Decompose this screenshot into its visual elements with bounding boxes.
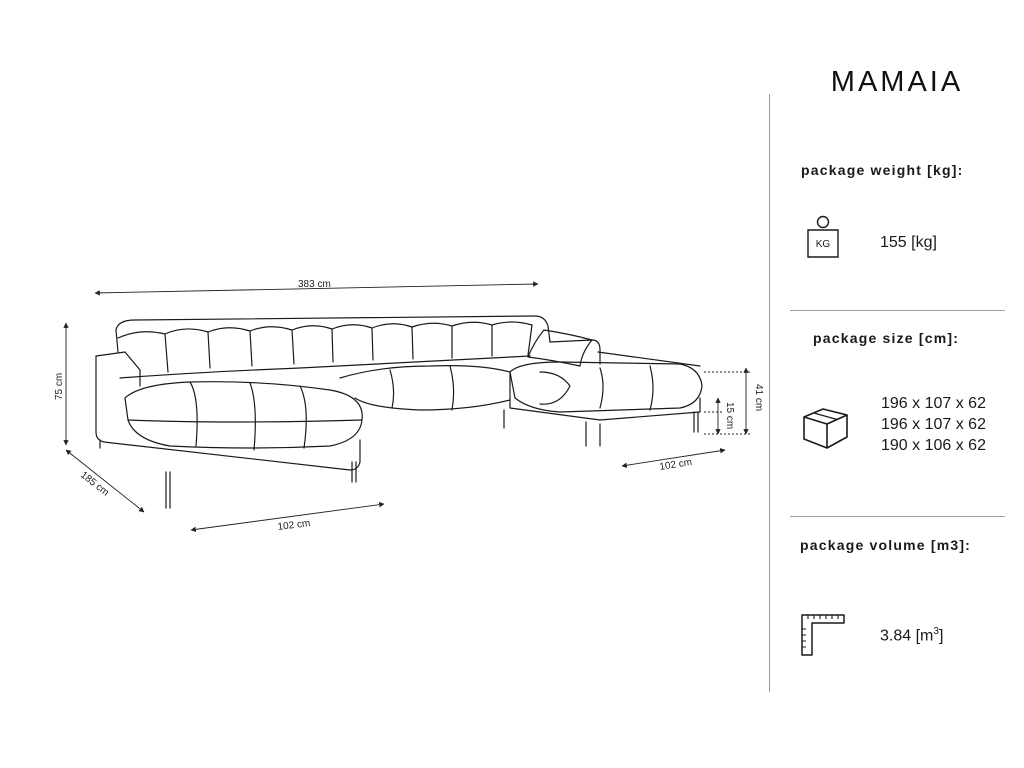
- sofa-outline-svg: 383 cm 75 cm 185 cm 102 cm 102 cm 41 cm …: [54, 279, 764, 533]
- volume-unit-open: [m: [915, 627, 934, 645]
- box-icon: [801, 405, 851, 456]
- spec-panel: MAMAIA package weight [kg]: KG 155 [kg] …: [770, 0, 1024, 768]
- package-size-item: 190 x 106 x 62: [881, 437, 986, 454]
- dim-label-chaise-right: 102 cm: [659, 457, 693, 473]
- separator-1: [790, 310, 1005, 311]
- dim-line-chaise-left: [190, 501, 385, 533]
- dim-label-seat-height: 41 cm: [753, 384, 764, 411]
- dim-label-width: 383 cm: [298, 279, 331, 290]
- separator-2: [790, 516, 1005, 517]
- dim-label-leg-height: 15 cm: [724, 402, 735, 429]
- package-size-item: 196 x 107 x 62: [881, 395, 986, 412]
- volume-unit-sup: 3: [933, 626, 939, 637]
- sofa-shape: [95, 315, 703, 509]
- dim-label-chaise-left: 102 cm: [277, 518, 311, 533]
- package-volume-heading: package volume [m3]:: [800, 537, 972, 553]
- dim-label-height: 75 cm: [54, 373, 65, 400]
- dim-line-width: [94, 281, 539, 296]
- package-weight-heading: package weight [kg]:: [801, 162, 964, 178]
- weight-icon-label: KG: [816, 239, 831, 250]
- package-weight-value: 155 [kg]: [880, 234, 937, 251]
- dim-line-chaise-right: [621, 448, 726, 468]
- package-size-list: 196 x 107 x 62 196 x 107 x 62 190 x 106 …: [881, 393, 986, 456]
- weight-kg-icon: KG: [806, 214, 840, 265]
- product-title: MAMAIA: [830, 66, 964, 98]
- dimension-lines: [63, 281, 752, 533]
- package-volume-value: 3.84 [m3]: [880, 626, 943, 645]
- dim-line-depth: [65, 449, 145, 513]
- package-size-heading: package size [cm]:: [813, 330, 960, 346]
- volume-unit-close: ]: [938, 627, 944, 645]
- vertical-divider: [769, 94, 770, 692]
- ruler-icon: [800, 611, 846, 662]
- sofa-drawing: 383 cm 75 cm 185 cm 102 cm 102 cm 41 cm …: [54, 279, 764, 533]
- package-size-item: 196 x 107 x 62: [881, 416, 986, 433]
- volume-number: 3.84: [880, 627, 912, 645]
- dim-label-depth: 185 cm: [78, 470, 111, 499]
